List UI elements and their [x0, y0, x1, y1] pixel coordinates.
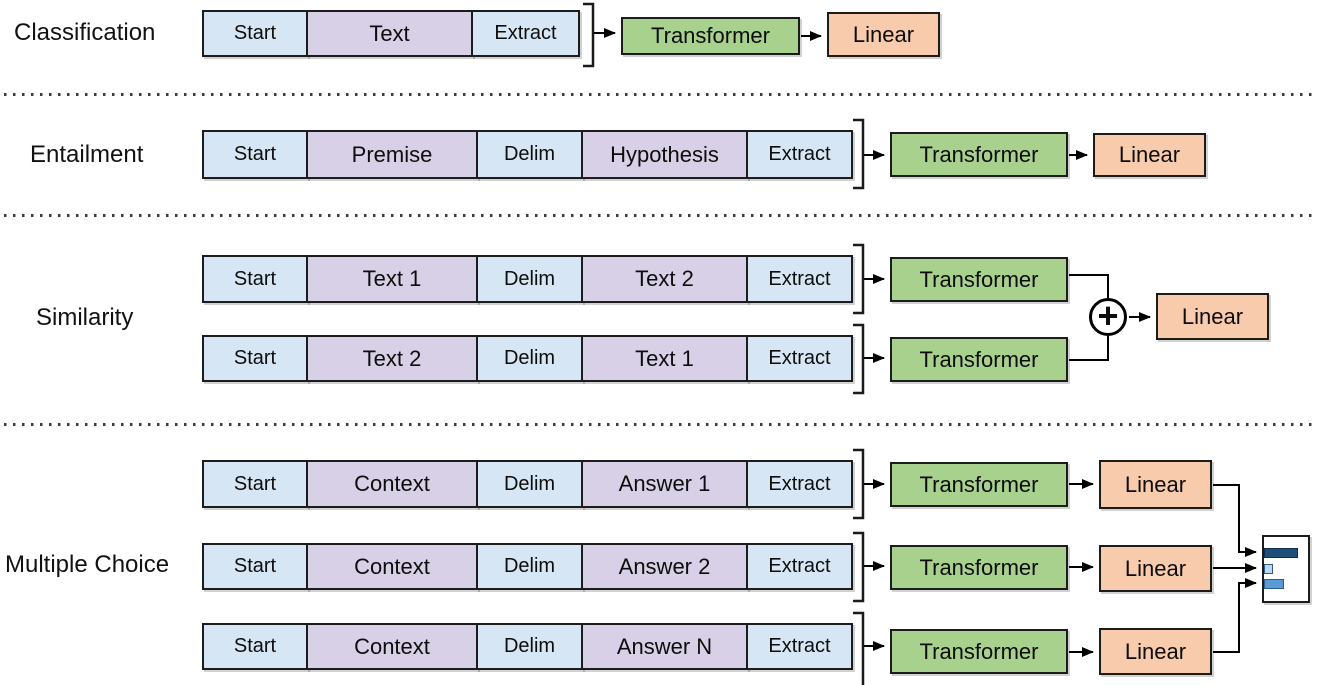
route-linear1-to-score — [1213, 484, 1257, 557]
token-premise: Premise — [306, 130, 478, 179]
token-extract: Extract — [471, 10, 580, 57]
linear-block: Linear — [1099, 460, 1212, 509]
token-extract: Extract — [746, 255, 853, 303]
token-text2: Text 2 — [306, 335, 478, 382]
section-label-multiple-choice: Multiple Choice — [5, 551, 170, 578]
token-extract: Extract — [746, 335, 853, 382]
token-start: Start — [202, 255, 308, 303]
token-answer-n: Answer N — [581, 623, 748, 670]
token-text1: Text 1 — [306, 255, 478, 303]
linear-block: Linear — [1156, 293, 1269, 340]
transformer-block: Transformer — [890, 629, 1068, 674]
token-delim: Delim — [476, 623, 583, 670]
token-start: Start — [202, 130, 308, 179]
transformer-block: Transformer — [890, 545, 1068, 590]
token-delim: Delim — [476, 130, 583, 179]
token-start: Start — [202, 543, 308, 590]
separator-2 — [4, 214, 1317, 217]
linear-block: Linear — [827, 12, 940, 57]
token-delim: Delim — [476, 543, 583, 590]
transformer-block: Transformer — [890, 257, 1068, 302]
token-extract: Extract — [746, 623, 853, 670]
bracket-similarity-row2 — [853, 323, 865, 395]
bracket-choice-row2 — [853, 531, 865, 603]
token-answer-1: Answer 1 — [581, 460, 748, 508]
token-start: Start — [202, 10, 308, 57]
token-delim: Delim — [476, 255, 583, 303]
line-similarity-merge-bottom — [1069, 336, 1109, 361]
bracket-similarity-row1 — [853, 243, 865, 315]
token-hypothesis: Hypothesis — [581, 130, 748, 179]
transformer-block: Transformer — [890, 337, 1068, 382]
bracket-entailment — [853, 118, 865, 190]
separator-3 — [4, 423, 1317, 426]
transformer-block: Transformer — [890, 132, 1068, 177]
token-answer-2: Answer 2 — [581, 543, 748, 590]
transformer-block: Transformer — [621, 17, 800, 55]
token-delim: Delim — [476, 335, 583, 382]
token-start: Start — [202, 460, 308, 508]
token-extract: Extract — [746, 460, 853, 508]
token-extract: Extract — [746, 130, 853, 179]
plus-icon: + — [1097, 294, 1119, 336]
separator-1 — [4, 93, 1317, 96]
transformer-block: Transformer — [890, 462, 1068, 507]
section-label-entailment: Entailment — [30, 141, 144, 168]
score-bar-answer-1 — [1264, 548, 1298, 558]
section-label-classification: Classification — [14, 19, 156, 46]
bracket-choice-row3 — [853, 611, 865, 685]
token-context: Context — [306, 623, 478, 670]
sum-node: + — [1089, 294, 1127, 336]
token-text1: Text 1 — [581, 335, 748, 382]
token-context: Context — [306, 460, 478, 508]
linear-block: Linear — [1099, 628, 1212, 675]
token-extract: Extract — [746, 543, 853, 590]
token-delim: Delim — [476, 460, 583, 508]
section-label-similarity: Similarity — [36, 304, 134, 331]
token-start: Start — [202, 623, 308, 670]
linear-block: Linear — [1099, 545, 1212, 592]
bracket-choice-row1 — [853, 448, 865, 520]
linear-block: Linear — [1093, 133, 1206, 177]
token-start: Start — [202, 335, 308, 382]
route-linear3-to-score — [1213, 578, 1257, 653]
token-context: Context — [306, 543, 478, 590]
score-bar-answer-2 — [1264, 564, 1273, 574]
token-text: Text — [306, 10, 473, 57]
score-bar-answer-3 — [1264, 579, 1284, 589]
bracket-classification — [583, 2, 595, 68]
token-text2: Text 2 — [581, 255, 748, 303]
